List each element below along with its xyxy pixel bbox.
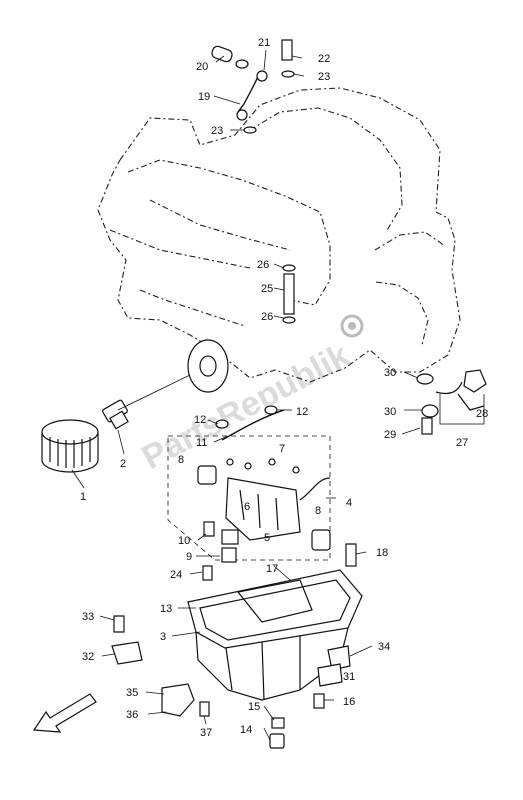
bolt-16 [313,693,325,709]
gear-logo-icon [340,314,364,338]
leader-lines [71,49,422,741]
callout-1: 1 [80,491,86,503]
callout-16: 16 [343,696,355,708]
callout-15: 15 [248,701,260,713]
bolt-18 [345,543,357,567]
o-ring-26-bottom [282,316,296,324]
callout-19: 19 [198,91,210,103]
rubber-8-right [311,529,331,551]
gasket-30-bottom [421,404,439,418]
callout-8-right: 8 [315,505,321,517]
callout-23-bottom: 23 [211,125,223,137]
bolt-37 [199,701,210,717]
callout-32: 32 [82,651,94,663]
o-ring-12-right [264,405,278,415]
callout-30-bottom: 30 [384,406,396,418]
callout-7: 7 [279,443,285,455]
bolt-10 [203,521,215,537]
sensor-34 [327,645,351,671]
callout-12-left: 12 [194,414,206,426]
callout-23-top: 23 [318,71,330,83]
gasket-15 [271,717,285,729]
callout-6: 6 [244,501,250,513]
callout-2: 2 [120,458,126,470]
callout-33: 33 [82,611,94,623]
callout-27: 27 [456,437,468,449]
collar-9 [221,547,237,563]
callout-26-top: 26 [257,259,269,271]
callout-22: 22 [318,53,330,65]
rubber-8-left [197,465,217,485]
callout-20: 20 [196,61,208,73]
callout-18: 18 [376,547,388,559]
pipe-25 [283,273,295,315]
o-ring-12-left [215,419,229,429]
callout-25: 25 [261,283,273,295]
washer-23-top [281,70,295,78]
bolt-22 [281,39,293,61]
oil-level-switch-assembly [416,369,487,435]
bolt-29 [421,417,433,435]
callout-13: 13 [160,603,172,615]
bracket-32 [111,641,143,665]
pipe-fitting-19 [236,109,248,121]
washer-23-bottom [243,126,257,134]
oil-filter-1 [41,419,99,473]
callout-17: 17 [266,563,278,575]
oil-hose-11 [215,405,285,441]
pipe-fitting-21 [256,70,268,82]
clamp-35 [161,683,195,717]
callout-21: 21 [258,37,270,49]
callout-26-bottom: 26 [261,311,273,323]
bracket-31 [317,663,343,687]
callout-36: 36 [126,709,138,721]
union-bolt-2 [102,399,129,430]
callout-28: 28 [476,408,488,420]
gasket-30-top [416,373,434,385]
callout-14: 14 [240,724,252,736]
callout-24: 24 [170,569,182,581]
front-direction-arrow-icon [32,693,97,733]
group-4-boundary [167,435,331,561]
callout-3: 3 [160,631,166,643]
callout-12-right: 12 [296,406,308,418]
callout-35: 35 [126,687,138,699]
oil-strainer-group [197,458,331,563]
collar-5 [221,529,239,545]
callout-4: 4 [346,497,352,509]
oil-pipe-25 [282,264,296,324]
bolt-33 [113,615,125,633]
oil-filter-mount [187,339,229,393]
drain-plug-14 [269,733,285,749]
dowel-24 [202,565,213,581]
switch-28 [463,369,487,393]
callout-31: 31 [343,671,355,683]
callout-30-top: 30 [384,367,396,379]
o-ring-26-top [282,264,296,272]
engine-outline [97,87,461,383]
callout-8-left: 8 [178,454,184,466]
union-bolt-20 [211,45,233,63]
callout-29: 29 [384,429,396,441]
group-27-bracket [439,394,485,425]
callout-10: 10 [178,535,190,547]
callout-34: 34 [378,641,390,653]
callout-37: 37 [200,727,212,739]
oil-pan-13 [111,543,363,749]
strainer-housing [225,477,301,541]
callout-11: 11 [196,437,207,449]
watermark-text: PartsRepublik [136,336,356,477]
callout-5: 5 [264,532,270,544]
watermark: PartsRepublik [136,314,364,477]
oil-delivery-pipe-assembly [211,39,295,134]
callout-labels: 1 2 3 4 5 6 7 8 8 9 10 11 12 12 13 14 15… [80,37,488,739]
callout-9: 9 [186,551,192,563]
gasket-20 [235,59,249,69]
